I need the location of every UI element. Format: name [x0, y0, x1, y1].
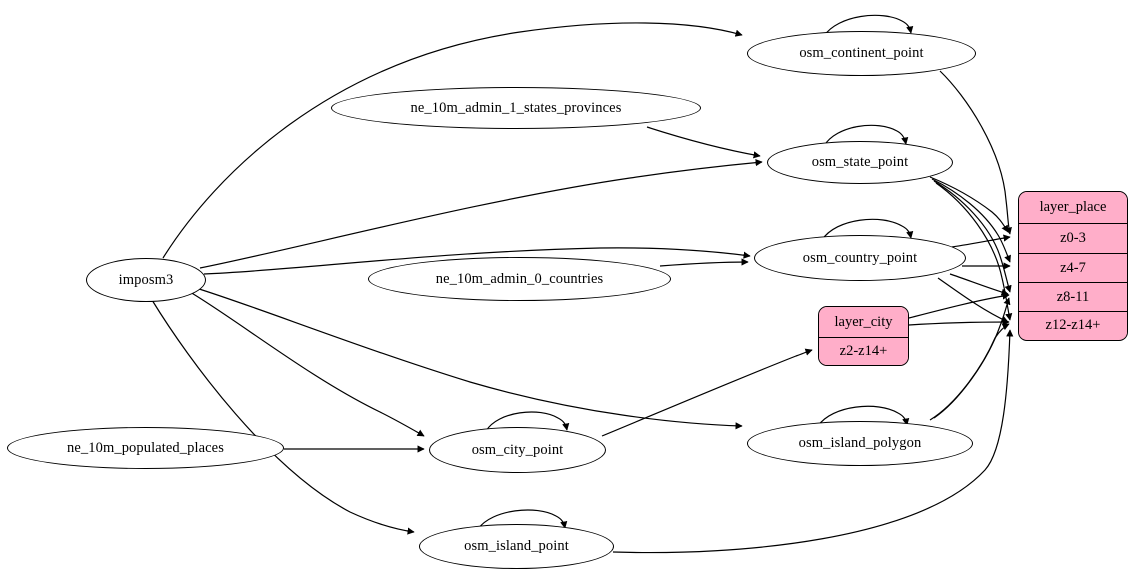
- node-label: imposm3: [118, 271, 174, 288]
- node-label: osm_state_point: [811, 154, 909, 170]
- node-label: osm_country_point: [802, 249, 918, 266]
- edge-osm_continent_point-to-layer_place-z0-3: [939, 70, 1012, 235]
- edge-imposm3-to-osm_continent_point: [162, 22, 743, 259]
- edge-osm_state_point-to-layer_place-z12-z14: [935, 182, 1013, 321]
- node-osm_island_point[interactable]: osm_island_point: [419, 524, 614, 569]
- layer_place-row-z8-11[interactable]: z8-11: [1019, 282, 1127, 311]
- node-osm_city_point[interactable]: osm_city_point: [429, 427, 606, 473]
- edge-self-osm_country_point: [821, 218, 914, 241]
- edge-osm_island_polygon-to-layer_place-z12-z14: [929, 323, 1010, 421]
- edge-imposm3-to-osm_city_point: [189, 291, 425, 437]
- node-osm_country_point[interactable]: osm_country_point: [754, 235, 966, 281]
- edge-osm_country_point-to-layer_place-z12-z14: [937, 277, 1009, 323]
- edge-imposm3-to-osm_island_point: [151, 299, 415, 535]
- edge-osm_state_point-to-layer_place-z4-7: [931, 178, 1011, 263]
- edge-layer_city-to-layer_place-z12-z14: [908, 318, 1010, 326]
- node-osm_island_polygon[interactable]: osm_island_polygon: [747, 421, 973, 466]
- edge-layer_city-to-layer_place-z8-11: [908, 292, 1010, 319]
- edge-self-osm_city_point: [485, 411, 570, 432]
- edge-self-osm_island_polygon: [817, 405, 910, 427]
- edge-ne_10m_admin_0_countries-to-osm_country_point: [659, 258, 749, 267]
- node-label: ne_10m_admin_1_states_provinces: [410, 99, 622, 116]
- edge-self-osm_island_point: [477, 509, 568, 530]
- edge-imposm3-to-osm_island_polygon: [195, 287, 743, 430]
- node-imposm3[interactable]: imposm3: [86, 258, 206, 302]
- edge-osm_country_point-to-layer_place-z0-3: [951, 234, 1011, 248]
- node-label: ne_10m_admin_0_countries: [435, 270, 604, 287]
- node-label: osm_continent_point: [799, 45, 924, 61]
- node-label: osm_island_point: [464, 538, 569, 554]
- edge-osm_city_point-to-layer_city-z2-z14: [601, 348, 813, 437]
- edge-osm_island_point-to-layer_place-z12-z14: [612, 329, 1014, 554]
- layer_city-header: layer_city: [819, 307, 908, 337]
- node-ne_10m_admin_1_states_provinces[interactable]: ne_10m_admin_1_states_provinces: [331, 87, 701, 129]
- layer_place-row-z12-z14plus[interactable]: z12-z14+: [1019, 311, 1127, 339]
- node-ne_10m_admin_0_countries[interactable]: ne_10m_admin_0_countries: [368, 257, 671, 301]
- node-osm_state_point[interactable]: osm_state_point: [767, 141, 953, 184]
- layer_city-row-z2-z14plus[interactable]: z2-z14+: [819, 337, 908, 365]
- edge-ne_10m_admin_1_states_provinces-to-osm_state_point: [646, 126, 761, 159]
- layer_place-header: layer_place: [1019, 192, 1127, 223]
- node-osm_continent_point[interactable]: osm_continent_point: [747, 31, 976, 76]
- node-label: osm_island_polygon: [798, 435, 922, 451]
- edge-osm_country_point-to-layer_place-z8-11: [949, 273, 1009, 296]
- edge-osm_state_point-to-layer_place-z0-3: [929, 176, 1009, 233]
- node-label: ne_10m_populated_places: [67, 439, 224, 456]
- node-label: osm_city_point: [471, 441, 564, 458]
- edge-imposm3-to-osm_state_point: [199, 159, 763, 269]
- layer_place-row-z4-7[interactable]: z4-7: [1019, 253, 1127, 282]
- edge-self-osm_continent_point: [823, 14, 914, 37]
- node-layer_city[interactable]: layer_city z2-z14+: [818, 306, 909, 366]
- edge-osm_state_point-to-layer_place-z8-11: [933, 180, 1012, 293]
- edge-osm_island_polygon-to-layer_place-z8-11: [933, 297, 1011, 419]
- layer_place-row-z0-3[interactable]: z0-3: [1019, 223, 1127, 253]
- edge-imposm3-to-osm_country_point: [203, 247, 751, 275]
- edge-self-osm_state_point: [823, 124, 909, 147]
- node-layer_place[interactable]: layer_place z0-3 z4-7 z8-11 z12-z14+: [1018, 191, 1128, 341]
- node-ne_10m_populated_places[interactable]: ne_10m_populated_places: [7, 427, 284, 469]
